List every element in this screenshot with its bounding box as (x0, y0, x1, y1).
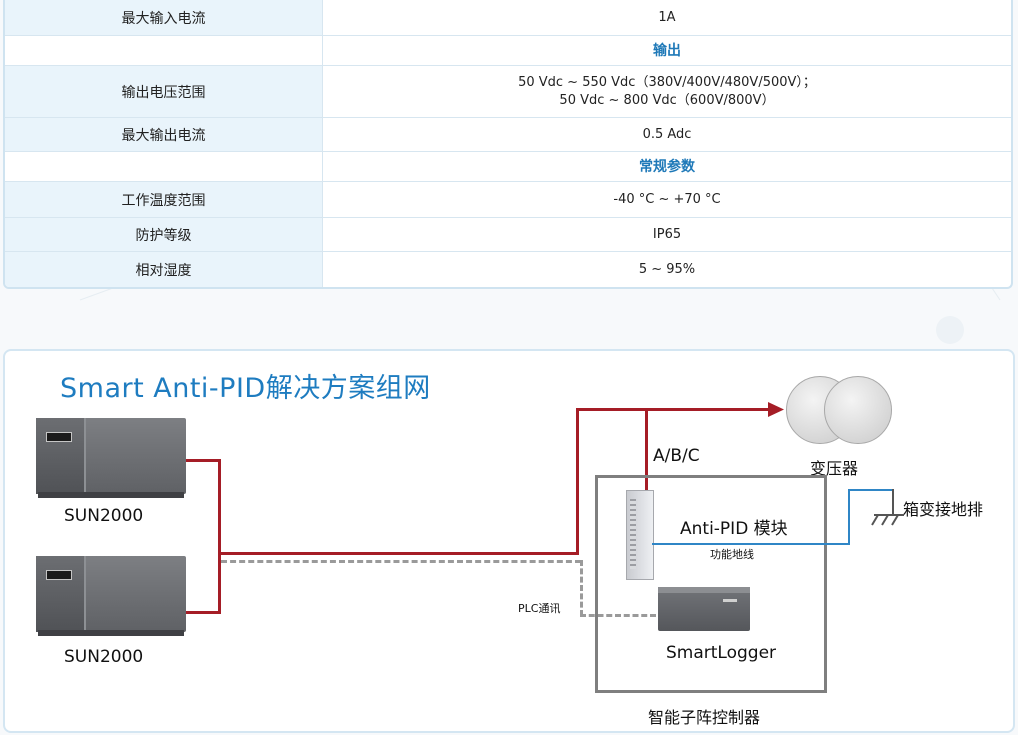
ground-bar-label: 箱变接地排 (903, 500, 984, 519)
section-row-general: 常规参数 (5, 152, 1011, 182)
row-label (5, 36, 323, 65)
phase-label: A/B/C (653, 446, 700, 466)
power-line (645, 408, 648, 493)
logger-led (723, 599, 737, 602)
power-line (576, 408, 579, 555)
row-label: 最大输出电流 (5, 118, 323, 151)
row-value: 0.5 Adc (642, 126, 692, 142)
smartlogger-device (658, 587, 750, 631)
ground-line (848, 489, 850, 545)
row-value: 5 ~ 95% (638, 261, 696, 277)
power-line (186, 611, 221, 614)
value-line-2: 50 Vdc ~ 800 Vdc（600V/800V） (559, 92, 775, 108)
table-row: 相对湿度 5 ~ 95% (5, 252, 1011, 287)
inverter-2 (36, 556, 186, 636)
row-value: IP65 (652, 226, 682, 242)
comm-line (580, 614, 656, 617)
power-line (218, 552, 579, 555)
row-label: 工作温度范围 (5, 182, 323, 217)
inverter-base (38, 492, 184, 498)
row-label: 相对湿度 (5, 252, 323, 287)
controller-label: 智能子阵控制器 (648, 708, 761, 727)
power-line (218, 459, 221, 614)
row-value: -40 °C ~ +70 °C (613, 191, 721, 207)
logger-label: SmartLogger (666, 643, 777, 663)
comm-line (221, 560, 581, 563)
anti-pid-module (626, 490, 654, 580)
inverter-panel (36, 418, 86, 494)
table-row: 最大输出电流 0.5 Adc (5, 118, 1011, 152)
row-value: 50 Vdc ~ 550 Vdc（380V/400V/480V/500V）； 5… (323, 66, 1011, 117)
inverter-display (46, 432, 72, 442)
section-title: 输出 (653, 42, 681, 59)
row-label (5, 152, 323, 181)
transformer-coil-right (824, 376, 892, 444)
table-row: 输出电压范围 50 Vdc ~ 550 Vdc（380V/400V/480V/5… (5, 66, 1011, 118)
spec-table: 最大输入电流 1A 输出 输出电压范围 50 Vdc ~ 550 Vdc（380… (3, 0, 1013, 289)
row-label: 输出电压范围 (5, 66, 323, 117)
table-row: 最大输入电流 1A (5, 0, 1011, 36)
inverter-1 (36, 418, 186, 498)
logger-top (658, 587, 750, 593)
ground-line (848, 489, 894, 491)
ground-icon (871, 489, 904, 526)
diagram-title: Smart Anti-PID解决方案组网 (60, 373, 431, 404)
module-heatsink (630, 499, 636, 569)
row-value: 1A (658, 9, 676, 25)
row-label: 最大输入电流 (5, 0, 323, 35)
inverter-panel (36, 556, 86, 632)
section-row-output: 输出 (5, 36, 1011, 66)
table-row: 工作温度范围 -40 °C ~ +70 °C (5, 182, 1011, 218)
inverter-1-label: SUN2000 (64, 506, 144, 526)
comm-line (580, 560, 583, 616)
module-label: Anti-PID 模块 (680, 519, 788, 539)
inverter-display (46, 570, 72, 580)
inverter-base (38, 630, 184, 636)
arrow-icon (768, 402, 784, 417)
table-row: 防护等级 IP65 (5, 218, 1011, 252)
ground-wire-label: 功能地线 (710, 548, 754, 561)
ground-line (652, 543, 850, 545)
row-label: 防护等级 (5, 218, 323, 251)
controller-box (595, 475, 827, 693)
plc-label: PLC通讯 (518, 602, 561, 615)
power-line (576, 408, 772, 411)
value-line-1: 50 Vdc ~ 550 Vdc（380V/400V/480V/500V）； (518, 74, 816, 90)
inverter-2-label: SUN2000 (64, 647, 144, 667)
transformer-label: 变压器 (810, 459, 859, 478)
power-line (186, 459, 221, 462)
section-title: 常规参数 (639, 158, 695, 175)
